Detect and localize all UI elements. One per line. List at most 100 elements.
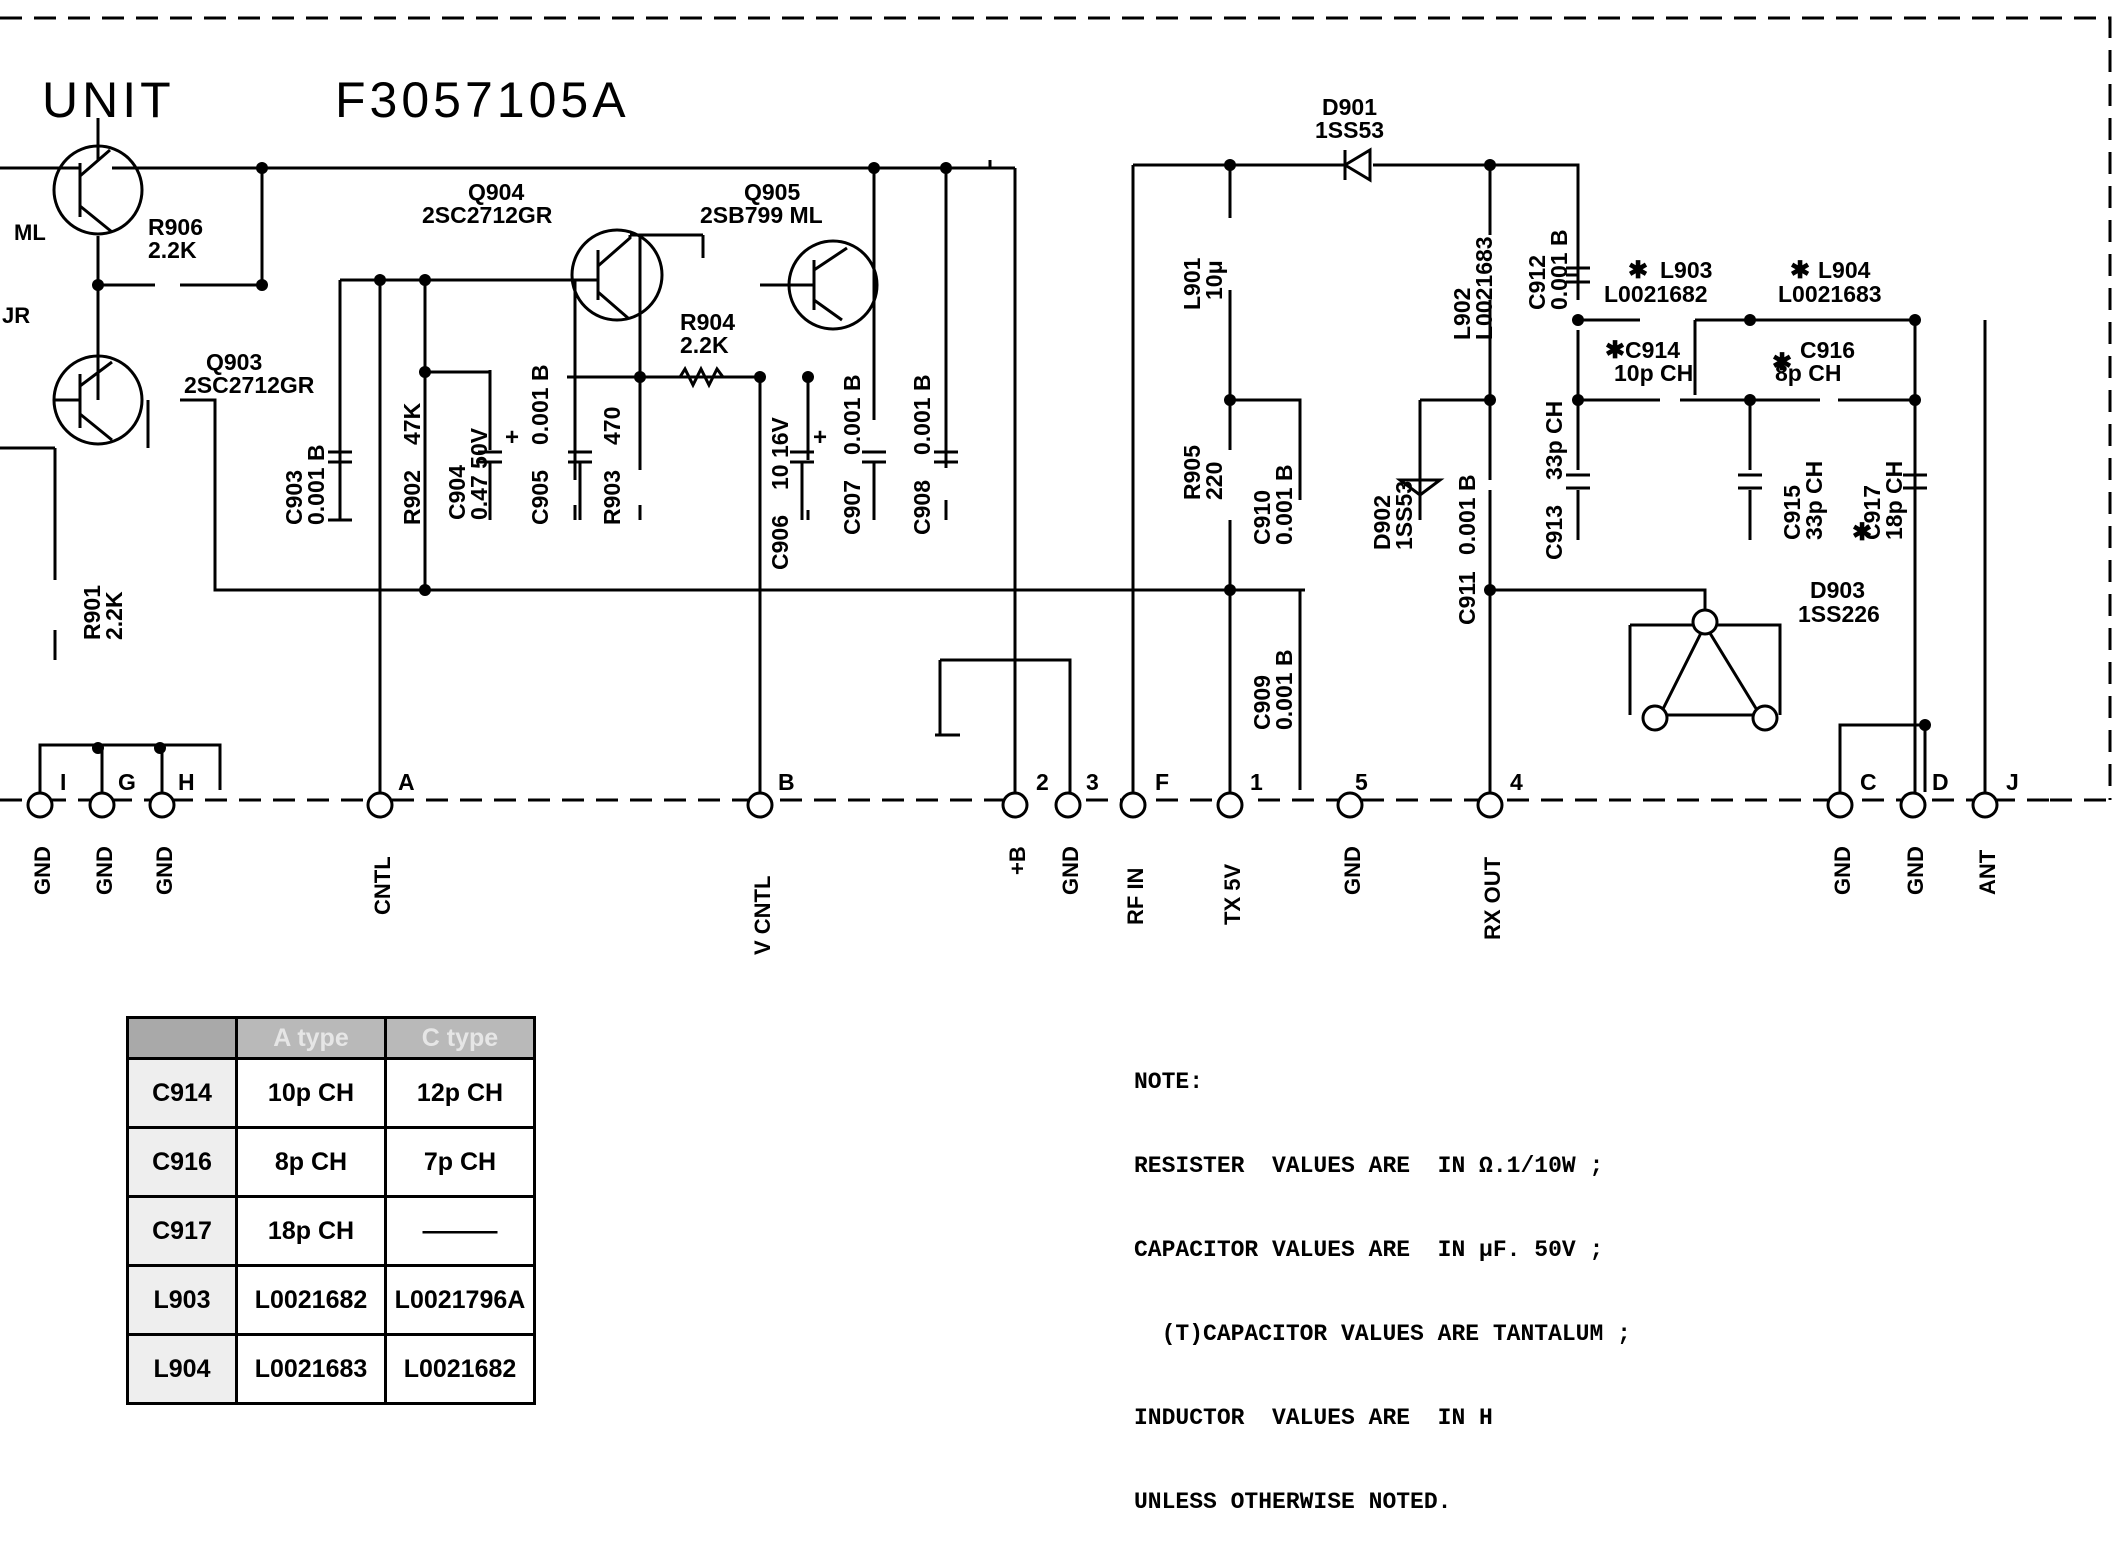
- c915-ref: C915: [1779, 485, 1805, 540]
- l902-ref: L902: [1449, 288, 1475, 340]
- star-mark-c916: ✱: [1772, 349, 1792, 376]
- r904-value: 2.2K: [680, 332, 729, 358]
- c914-value: 10p CH: [1614, 360, 1693, 386]
- r901-ref: R901: [79, 585, 105, 640]
- unit-label: UNIT: [42, 72, 175, 128]
- terminal-name-j: ANT: [1975, 849, 2000, 895]
- star-mark-l904: ✱: [1790, 257, 1810, 284]
- d902-ref: D902: [1369, 495, 1395, 550]
- d903-ref: D903: [1810, 577, 1865, 603]
- l903-value: L0021682: [1604, 281, 1708, 307]
- d902-part: 1SS53: [1391, 481, 1417, 550]
- c906-ref: C906: [767, 515, 793, 570]
- terminal-letter-2: 2: [1036, 769, 1049, 795]
- terminal-name-3: GND: [1058, 846, 1083, 895]
- schematic-canvas: UNIT F3057105A ML JR Q903 2SC2712GR Q904…: [0, 16, 2112, 955]
- note-line: RESISTER VALUES ARE IN Ω.1/10W ;: [1134, 1153, 1604, 1179]
- terminal-name-1: TX 5V: [1220, 864, 1245, 925]
- r902-ref: R902: [399, 470, 425, 525]
- terminal-letter-3: 3: [1086, 769, 1099, 795]
- table-cell-a-type: 10p CH: [235, 1057, 387, 1129]
- c908-value: 0.001 B: [909, 374, 935, 455]
- l901-value: 10μ: [1201, 260, 1227, 300]
- r903-ref: R903: [599, 470, 625, 525]
- l904-value: L0021683: [1778, 281, 1882, 307]
- table-row: L904 L0021683 L0021682: [126, 1333, 536, 1405]
- r904-ref: R904: [680, 309, 735, 335]
- c906-value: 10 16V: [767, 416, 793, 490]
- variant-table: A type C type C914 10p CH 12p CH C916 8p…: [126, 1016, 536, 1405]
- q905-part: 2SB799 ML: [700, 202, 823, 228]
- terminal-name-4: RX OUT: [1480, 856, 1505, 940]
- c915-value: 33p CH: [1801, 461, 1827, 540]
- terminal-name-g: GND: [92, 846, 117, 895]
- terminal-name-a: CNTL: [370, 856, 395, 915]
- terminal-letter-h: H: [178, 769, 195, 795]
- notes-heading: NOTE:: [1134, 1069, 1204, 1095]
- notes-block: NOTE: RESISTER VALUES ARE IN Ω.1/10W ; C…: [1134, 1012, 1631, 1544]
- table-row: C917 18p CH ———: [126, 1195, 536, 1267]
- terminal-name-h: GND: [152, 846, 177, 895]
- table-cell-ref: C914: [126, 1057, 238, 1129]
- terminal-name-2: +B: [1005, 846, 1030, 875]
- c910-ref: C910: [1249, 490, 1275, 545]
- q904-part: 2SC2712GR: [422, 202, 553, 228]
- l901-ref: L901: [1179, 257, 1205, 310]
- table-cell-a-type: 18p CH: [235, 1195, 387, 1267]
- c907-value: 0.001 B: [839, 374, 865, 455]
- r906-ref: R906: [148, 214, 203, 240]
- variant-table-header-a-type: A type: [235, 1016, 387, 1060]
- c916-ref: C916: [1800, 337, 1855, 363]
- table-row: L903 L0021682 L0021796A: [126, 1264, 536, 1336]
- c917-value: 18p CH: [1881, 461, 1907, 540]
- partial-label-ml: ML: [14, 220, 46, 245]
- terminal-letter-4: 4: [1510, 769, 1523, 795]
- table-cell-a-type: 8p CH: [235, 1126, 387, 1198]
- table-cell-a-type: L0021682: [235, 1264, 387, 1336]
- table-cell-ref: L903: [126, 1264, 238, 1336]
- c905-ref: C905: [527, 470, 553, 525]
- c916-value: 8p CH: [1775, 360, 1841, 386]
- terminal-name-f: RF IN: [1123, 868, 1148, 925]
- variant-table-header-c-type: C type: [384, 1016, 536, 1060]
- c909-ref: C909: [1249, 675, 1275, 730]
- note-line: INDUCTOR VALUES ARE IN H: [1134, 1405, 1493, 1431]
- unit-boundary: [0, 16, 2112, 802]
- star-mark-c914: ✱: [1605, 337, 1625, 364]
- terminal-letter-g: G: [118, 769, 136, 795]
- c903-ref: C903: [281, 470, 307, 525]
- terminal-name-5: GND: [1340, 846, 1365, 895]
- variant-table-corner: [126, 1016, 238, 1060]
- l903-ref: L903: [1660, 257, 1712, 283]
- table-cell-c-type: ———: [384, 1195, 536, 1267]
- q903-part: 2SC2712GR: [184, 372, 315, 398]
- c903-value: 0.001 B: [303, 444, 329, 525]
- table-cell-ref: L904: [126, 1333, 238, 1405]
- c907-ref: C907: [839, 480, 865, 535]
- note-line: (T)CAPACITOR VALUES ARE TANTALUM ;: [1134, 1321, 1631, 1347]
- c911-ref: C911: [1454, 571, 1480, 625]
- d901-ref: D901: [1322, 94, 1377, 120]
- unit-code: F3057105A: [335, 72, 630, 128]
- terminal-name-i: GND: [30, 846, 55, 895]
- l902-value: L0021683: [1471, 236, 1497, 340]
- table-cell-a-type: L0021683: [235, 1333, 387, 1405]
- r905-ref: R905: [1179, 445, 1205, 500]
- note-line: UNLESS OTHERWISE NOTED.: [1134, 1489, 1452, 1515]
- terminal-letter-1: 1: [1250, 769, 1263, 795]
- partial-label-jr: JR: [2, 303, 30, 328]
- terminal-pads: [26, 608, 1999, 819]
- l904-ref: L904: [1818, 257, 1871, 283]
- terminal-letter-c: C: [1860, 769, 1877, 795]
- table-cell-c-type: L0021682: [384, 1333, 536, 1405]
- c910-value: 0.001 B: [1271, 464, 1297, 545]
- table-cell-ref: C916: [126, 1126, 238, 1198]
- d903-part: 1SS226: [1798, 601, 1880, 627]
- d901-part: 1SS53: [1315, 117, 1384, 143]
- c904-ref: C904: [444, 465, 470, 520]
- table-row: C916 8p CH 7p CH: [126, 1126, 536, 1198]
- c911-value: 0.001 B: [1454, 474, 1480, 555]
- table-row: C914 10p CH 12p CH: [126, 1057, 536, 1129]
- c913-ref: C913: [1541, 505, 1567, 560]
- table-cell-ref: C917: [126, 1195, 238, 1267]
